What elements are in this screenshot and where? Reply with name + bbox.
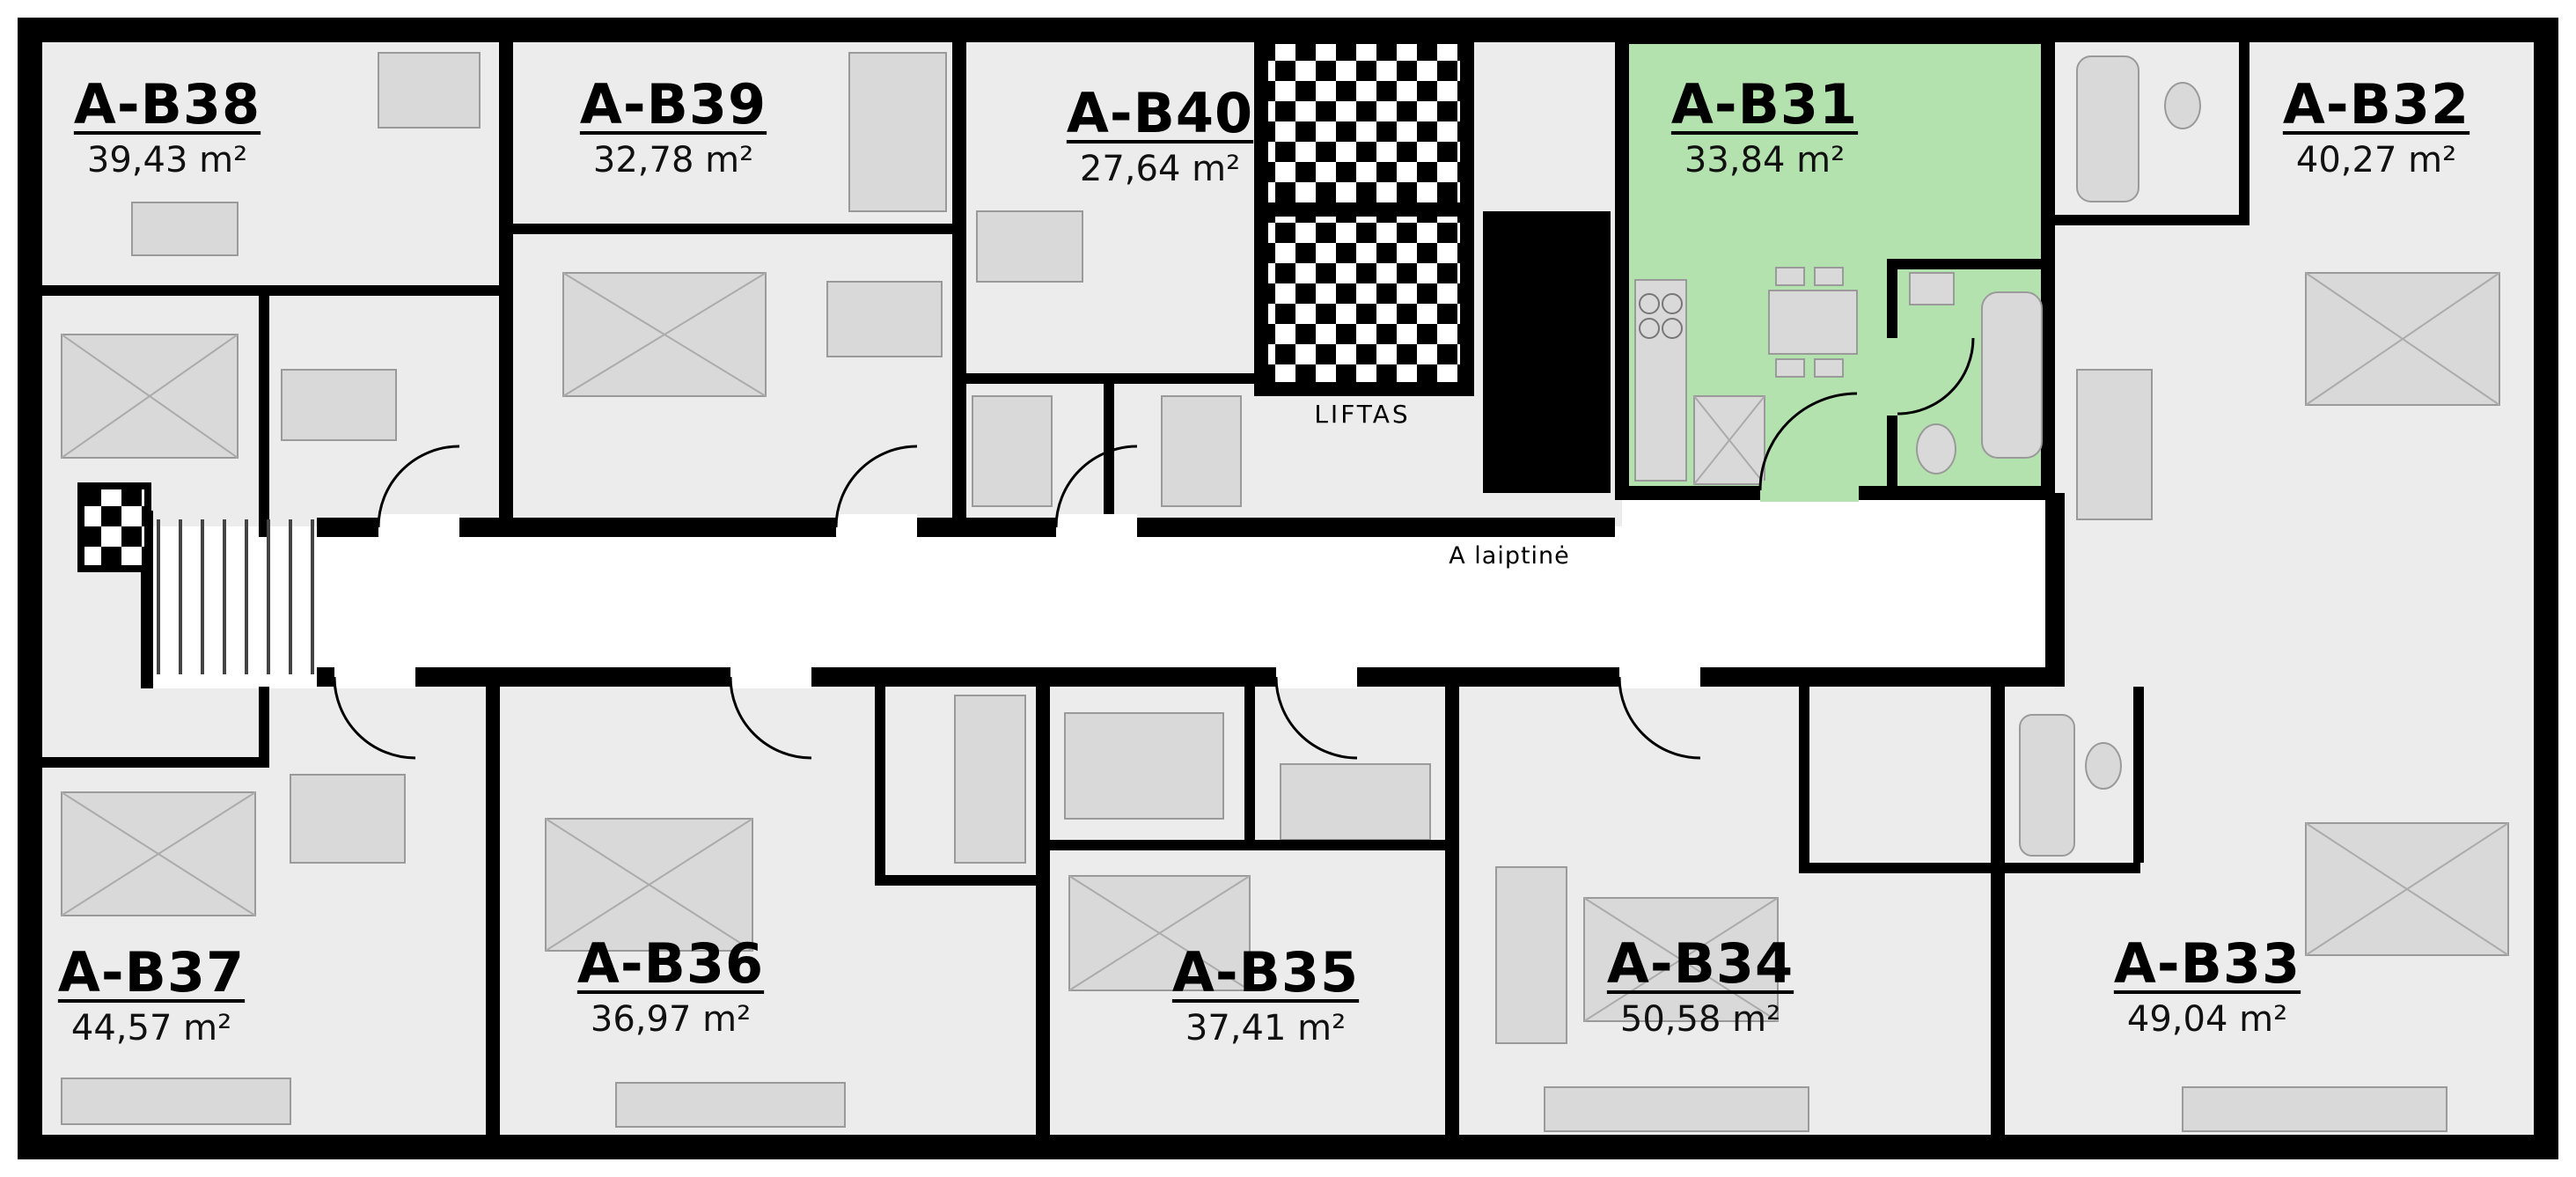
furniture-unit-b35 xyxy=(1064,712,1431,991)
unit-area: 40,27 m² xyxy=(2295,140,2457,181)
door-arc xyxy=(377,445,460,528)
unit-area: 36,97 m² xyxy=(590,999,752,1041)
corridor-right-section xyxy=(1622,498,2048,671)
unit-label[interactable]: A-B33 49,04 m² xyxy=(2114,935,2301,1040)
staircase-label: A laiptinė xyxy=(1449,542,1570,570)
unit-label[interactable]: A-B39 32,78 m² xyxy=(580,76,767,180)
unit-id: A-B34 xyxy=(1606,931,1794,996)
elevator-shaft xyxy=(77,30,1611,572)
unit-id: A-B31 xyxy=(1670,72,1859,136)
furniture-unit-b31 xyxy=(1634,267,2043,485)
door-arc xyxy=(1274,676,1358,760)
door-arc xyxy=(729,676,812,760)
service-shaft xyxy=(1483,211,1611,493)
doors-layer xyxy=(333,337,1975,760)
unit-label[interactable]: A-B32 40,27 m² xyxy=(2283,76,2470,180)
unit-area: 44,57 m² xyxy=(70,1008,232,1049)
unit-label[interactable]: A-B40 27,64 m² xyxy=(1067,85,1253,189)
unit-area: 39,43 m² xyxy=(86,140,248,181)
door-arc xyxy=(333,676,416,760)
unit-id: A-B39 xyxy=(579,72,767,136)
unit-area: 33,84 m² xyxy=(1684,140,1846,181)
furniture-unit-b32 xyxy=(2076,55,2500,520)
furniture-unit-b37 xyxy=(61,774,406,1125)
furniture-unit-b40 xyxy=(972,210,1242,507)
unit-area: 37,41 m² xyxy=(1185,1008,1347,1049)
door-arc xyxy=(834,445,918,528)
door-arc xyxy=(1618,676,1701,760)
unit-label[interactable]: A-B36 36,97 m² xyxy=(577,935,764,1040)
unit-area: 50,58 m² xyxy=(1619,999,1781,1041)
door-arc-selected-entry xyxy=(1758,392,1858,491)
lift-label: LIFTAS xyxy=(1314,400,1411,429)
door-arc-selected-bath xyxy=(1897,337,1975,416)
unit-id: A-B40 xyxy=(1066,81,1254,145)
unit-id: A-B35 xyxy=(1171,940,1360,1004)
unit-area: 32,78 m² xyxy=(592,140,754,181)
unit-id: A-B33 xyxy=(2113,931,2301,996)
furniture-layer xyxy=(61,52,2509,1132)
furniture-unit-b36 xyxy=(545,695,1026,1128)
unit-area: 27,64 m² xyxy=(1079,149,1241,190)
elevator-icon xyxy=(1268,44,1460,202)
unit-label-selected[interactable]: A-B31 33,84 m² xyxy=(1671,76,1858,180)
furniture-unit-b34 xyxy=(1495,866,1809,1132)
unit-id: A-B32 xyxy=(2282,72,2470,136)
unit-label[interactable]: A-B35 37,41 m² xyxy=(1172,944,1359,1048)
furniture-unit-b38 xyxy=(61,52,481,459)
door-arc xyxy=(1054,445,1138,528)
furniture-unit-b39 xyxy=(562,52,947,397)
unit-id: A-B37 xyxy=(57,940,246,1004)
unit-label[interactable]: A-B34 50,58 m² xyxy=(1607,935,1794,1040)
unit-area: 49,04 m² xyxy=(2126,999,2288,1041)
unit-id: A-B36 xyxy=(576,931,765,996)
unit-id: A-B38 xyxy=(73,72,261,136)
furniture-unit-b33 xyxy=(2019,714,2509,1132)
elevator-icon xyxy=(1268,217,1460,382)
shaft-icon xyxy=(84,489,144,565)
walls-layer xyxy=(18,18,2558,1159)
unit-label[interactable]: A-B38 39,43 m² xyxy=(74,76,261,180)
unit-label[interactable]: A-B37 44,57 m² xyxy=(58,944,245,1048)
staircase xyxy=(157,519,314,674)
